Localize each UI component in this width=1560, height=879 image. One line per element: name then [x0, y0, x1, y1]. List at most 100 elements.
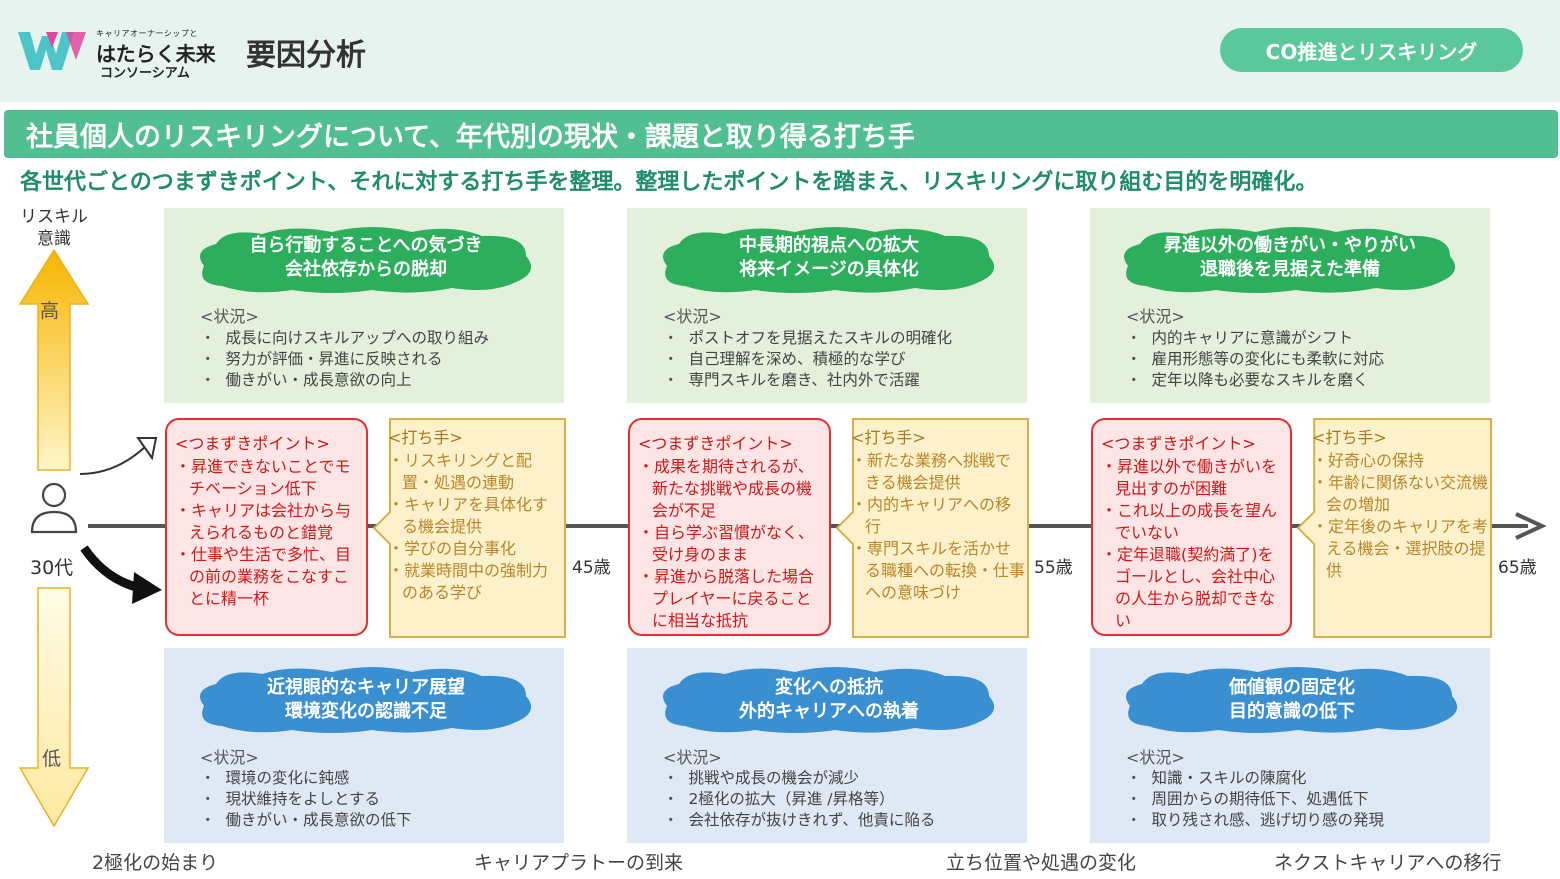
list-item: 就業時間中の強制力のある学び	[388, 560, 564, 604]
measure-box: <打ち手> 新たな業務へ挑戦できる機会提供 内的キャリアへの移行 専門スキルを活…	[851, 424, 1027, 604]
age-start-label: 30代	[30, 557, 74, 579]
status-list: 知識・スキルの陳腐化 周囲からの期待低下、処遇低下 取り残され感、逃げ切り感の発…	[1126, 768, 1385, 831]
stumbling-point-box: <つまずきポイント> 昇進できないことでモチベーション低下 キャリアは会社から与…	[165, 418, 368, 636]
cloud-line: 将来イメージの具体化	[739, 259, 919, 280]
cloud-line: 目的意識の低下	[1229, 701, 1355, 722]
list-item: 成果を期待されるが、新たな挑戦や成長の機会が不足	[638, 456, 823, 522]
measure-list: 新たな業務へ挑戦できる機会提供 内的キャリアへの移行 専門スキルを活かせる職種へ…	[851, 450, 1027, 604]
list-item: 働きがい・成長意欲の低下	[200, 810, 412, 831]
list-item: 定年後のキャリアを考える機会・選択肢の提供	[1312, 516, 1490, 582]
status-heading: <状況>	[663, 307, 722, 326]
cloud-line: 環境変化の認識不足	[285, 701, 447, 722]
cloud-title: 近視眼的なキャリア展望 環境変化の認識不足	[192, 676, 540, 724]
list-item: 内的キャリアに意識がシフト	[1126, 328, 1384, 349]
list-item: 周囲からの期待低下、処遇低下	[1126, 789, 1384, 810]
measure-list: リスキリングと配置・処遇の連動 キャリアを具体化する機会提供 学びの自分事化 就…	[388, 450, 564, 604]
stumbling-heading: <つまずきポイント>	[175, 434, 330, 453]
cloud-title: 昇進以外の働きがい・やりがい 退職後を見据えた準備	[1112, 234, 1468, 282]
list-item: 環境の変化に鈍感	[200, 768, 412, 789]
stumbling-list: 成果を期待されるが、新たな挑戦や成長の機会が不足 自ら学ぶ習慣がなく、受け身のま…	[638, 456, 823, 632]
logo-name: はたらく未来	[96, 42, 216, 66]
stumbling-point-box: <つまずきポイント> 昇進以外で働きがいを見出すのが困難 これ以上の成長を望んで…	[1091, 418, 1292, 636]
list-item: 定年退職(契約満了)をゴールとし、会社中心の人生から脱却できない	[1101, 544, 1284, 632]
list-item: 昇進できないことでモチベーション低下	[175, 456, 360, 500]
stumbling-list: 昇進以外で働きがいを見出すのが困難 これ以上の成長を望んでいない 定年退職(契約…	[1101, 456, 1284, 632]
reskill-awareness-label: リスキル 意識	[14, 206, 94, 250]
list-item: 専門スキルを磨き、社内外で活躍	[663, 370, 952, 391]
list-item: 新たな業務へ挑戦できる機会提供	[851, 450, 1027, 494]
cloud-shape-icon	[200, 667, 532, 733]
cloud-title: 自ら行動することへの気づき 会社依存からの脱却	[192, 234, 540, 282]
cloud-shape-icon	[200, 227, 532, 293]
measure-heading: <打ち手>	[388, 428, 463, 447]
status-list: 環境の変化に鈍感 現状維持をよしとする 働きがい・成長意欲の低下	[200, 768, 412, 831]
measure-list: 好奇心の保持 年齢に関係ない交流機会の増加 定年後のキャリアを考える機会・選択肢…	[1312, 450, 1490, 582]
slide-subtitle: 各世代ごとのつまずきポイント、それに対する打ち手を整理。整理したポイントを踏まえ…	[20, 170, 1318, 195]
list-item: 自ら学ぶ習慣がなく、受け身のまま	[638, 522, 823, 566]
list-item: 成長に向けスキルアップへの取り組み	[200, 328, 490, 349]
list-item: 2極化の拡大（昇進 /昇格等）	[663, 789, 935, 810]
stumbling-heading: <つまずきポイント>	[638, 434, 793, 453]
cloud-line: 退職後を見据えた準備	[1200, 259, 1380, 280]
page-title: 要因分析	[246, 38, 366, 73]
status-heading: <状況>	[1126, 748, 1185, 767]
list-item: キャリアは会社から与えられるものと錯覚	[175, 500, 360, 544]
list-item: ポストオフを見据えたスキルの明確化	[663, 328, 953, 349]
measure-box: <打ち手> リスキリングと配置・処遇の連動 キャリアを具体化する機会提供 学びの…	[388, 424, 564, 604]
cloud-shape-icon	[663, 667, 995, 733]
consortium-logo-icon	[18, 32, 86, 70]
cloud-line: 昇進以外の働きがい・やりがい	[1164, 235, 1416, 256]
list-item: 自己理解を深め、積極的な学び	[663, 349, 952, 370]
status-list: ポストオフを見据えたスキルの明確化 自己理解を深め、積極的な学び 専門スキルを磨…	[663, 328, 953, 391]
cloud-line: 価値観の固定化	[1229, 677, 1355, 698]
cloud-title: 価値観の固定化 目的意識の低下	[1118, 676, 1466, 724]
cloud-line: 近視眼的なキャリア展望	[267, 677, 465, 698]
cloud-title: 中長期的視点への拡大 将来イメージの具体化	[655, 234, 1003, 282]
cloud-line: 会社依存からの脱却	[285, 259, 447, 280]
list-item: 内的キャリアへの移行	[851, 494, 1027, 538]
measure-box: <打ち手> 好奇心の保持 年齢に関係ない交流機会の増加 定年後のキャリアを考える…	[1312, 424, 1490, 582]
status-heading: <状況>	[1126, 307, 1185, 326]
list-item: 雇用形態等の変化にも柔軟に対応	[1126, 349, 1385, 370]
list-item: 昇進以外で働きがいを見出すのが困難	[1101, 456, 1284, 500]
list-item: 好奇心の保持	[1312, 450, 1490, 472]
slide-title: 社員個人のリスキリングについて、年代別の現状・課題と取り得る打ち手	[4, 110, 1558, 158]
list-item: 会社依存が抜けきれず、他責に陥る	[663, 810, 936, 831]
status-list: 内的キャリアに意識がシフト 雇用形態等の変化にも柔軟に対応 定年以降も必要なスキ…	[1126, 328, 1385, 391]
axis-low-label: 低	[42, 748, 62, 770]
status-list: 挑戦や成長の機会が減少 2極化の拡大（昇進 /昇格等） 会社依存が抜けきれず、他…	[663, 768, 936, 831]
cloud-shape-icon	[1126, 667, 1458, 733]
list-item: 働きがい・成長意欲の向上	[200, 370, 489, 391]
list-item: 努力が評価・昇進に反映される	[200, 349, 489, 370]
logo-subname: コンソーシアム	[100, 66, 190, 81]
axis-label-line1: リスキル	[20, 207, 88, 227]
measure-heading: <打ち手>	[1312, 428, 1387, 447]
cloud-shape-icon	[663, 227, 995, 293]
status-list: 成長に向けスキルアップへの取り組み 努力が評価・昇進に反映される 働きがい・成長…	[200, 328, 490, 391]
cloud-line: 自ら行動することへの気づき	[249, 235, 483, 256]
stumbling-point-box: <つまずきポイント> 成果を期待されるが、新たな挑戦や成長の機会が不足 自ら学ぶ…	[628, 418, 831, 636]
cloud-line: 変化への抵抗	[775, 677, 883, 698]
logo-tagline: キャリアオーナーシップと	[96, 29, 198, 38]
status-heading: <状況>	[200, 748, 259, 767]
stumbling-heading: <つまずきポイント>	[1101, 434, 1256, 453]
list-item: 仕事や生活で多忙、目の前の業務をこなすことに精一杯	[175, 544, 360, 610]
measure-heading: <打ち手>	[851, 428, 926, 447]
section-badge: CO推進とリスキリング	[1220, 28, 1523, 72]
phase-label: ネクストキャリアへの移行	[1274, 852, 1502, 874]
list-item: 専門スキルを活かせる職種への転換・仕事への意味づけ	[851, 538, 1027, 604]
list-item: 年齢に関係ない交流機会の増加	[1312, 472, 1490, 516]
phase-label: 立ち位置や処遇の変化	[946, 852, 1137, 874]
phase-label: キャリアプラトーの到来	[474, 852, 684, 874]
status-heading: <状況>	[663, 748, 722, 767]
phase-label: 2極化の始まり	[92, 852, 219, 874]
list-item: キャリアを具体化する機会提供	[388, 494, 564, 538]
branch-arrows-icon	[79, 437, 162, 604]
cloud-title: 変化への抵抗 外的キャリアへの執着	[655, 676, 1003, 724]
age-55-label: 55歳	[1034, 558, 1073, 578]
stumbling-list: 昇進できないことでモチベーション低下 キャリアは会社から与えられるものと錯覚 仕…	[175, 456, 360, 610]
status-heading: <状況>	[200, 307, 259, 326]
list-item: 昇進から脱落した場合プレイヤーに戻ることに相当な抵抗	[638, 566, 823, 632]
awareness-arrows-icon	[18, 248, 90, 828]
axis-high-label: 高	[40, 300, 60, 322]
